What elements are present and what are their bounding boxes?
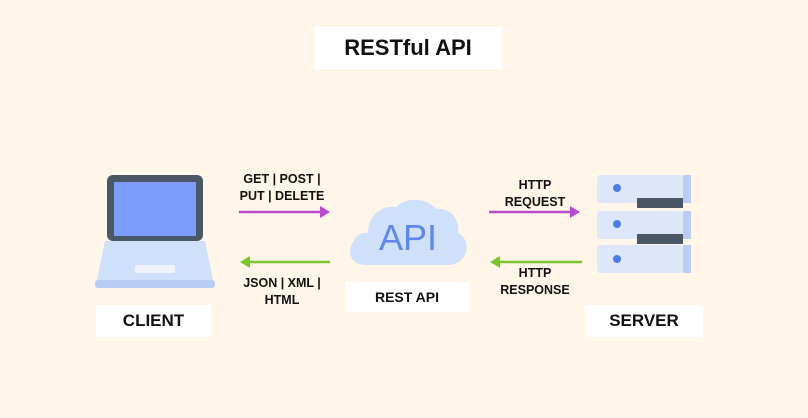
diagram-title: RESTful API <box>315 27 501 69</box>
server-request-arrow <box>489 206 580 218</box>
server-request-line2: REQUEST <box>504 195 566 209</box>
server-response-arrow <box>490 256 582 268</box>
client-response-arrow <box>240 256 330 268</box>
client-request-arrow <box>239 206 330 218</box>
server-request-label: HTTP REQUEST <box>475 177 595 211</box>
client-request-line2: PUT | DELETE <box>239 189 325 203</box>
client-request-label: GET | POST | PUT | DELETE <box>226 171 338 205</box>
server-icon <box>597 175 692 275</box>
server-label: SERVER <box>585 305 703 337</box>
laptop-icon <box>95 175 215 290</box>
server-response-label: HTTP RESPONSE <box>475 265 595 299</box>
rest-api-label: REST API <box>345 282 469 312</box>
server-response-line2: RESPONSE <box>500 283 570 297</box>
server-response-line1: HTTP <box>518 266 552 280</box>
api-cloud-text: API <box>379 217 437 258</box>
cloud-icon: API <box>346 195 470 267</box>
client-response-line2: HTML <box>264 293 300 307</box>
server-request-line1: HTTP <box>518 178 552 192</box>
client-label: CLIENT <box>96 305 211 337</box>
client-response-line1: JSON | XML | <box>243 276 321 290</box>
client-response-label: JSON | XML | HTML <box>226 275 338 309</box>
client-request-line1: GET | POST | <box>243 172 321 186</box>
